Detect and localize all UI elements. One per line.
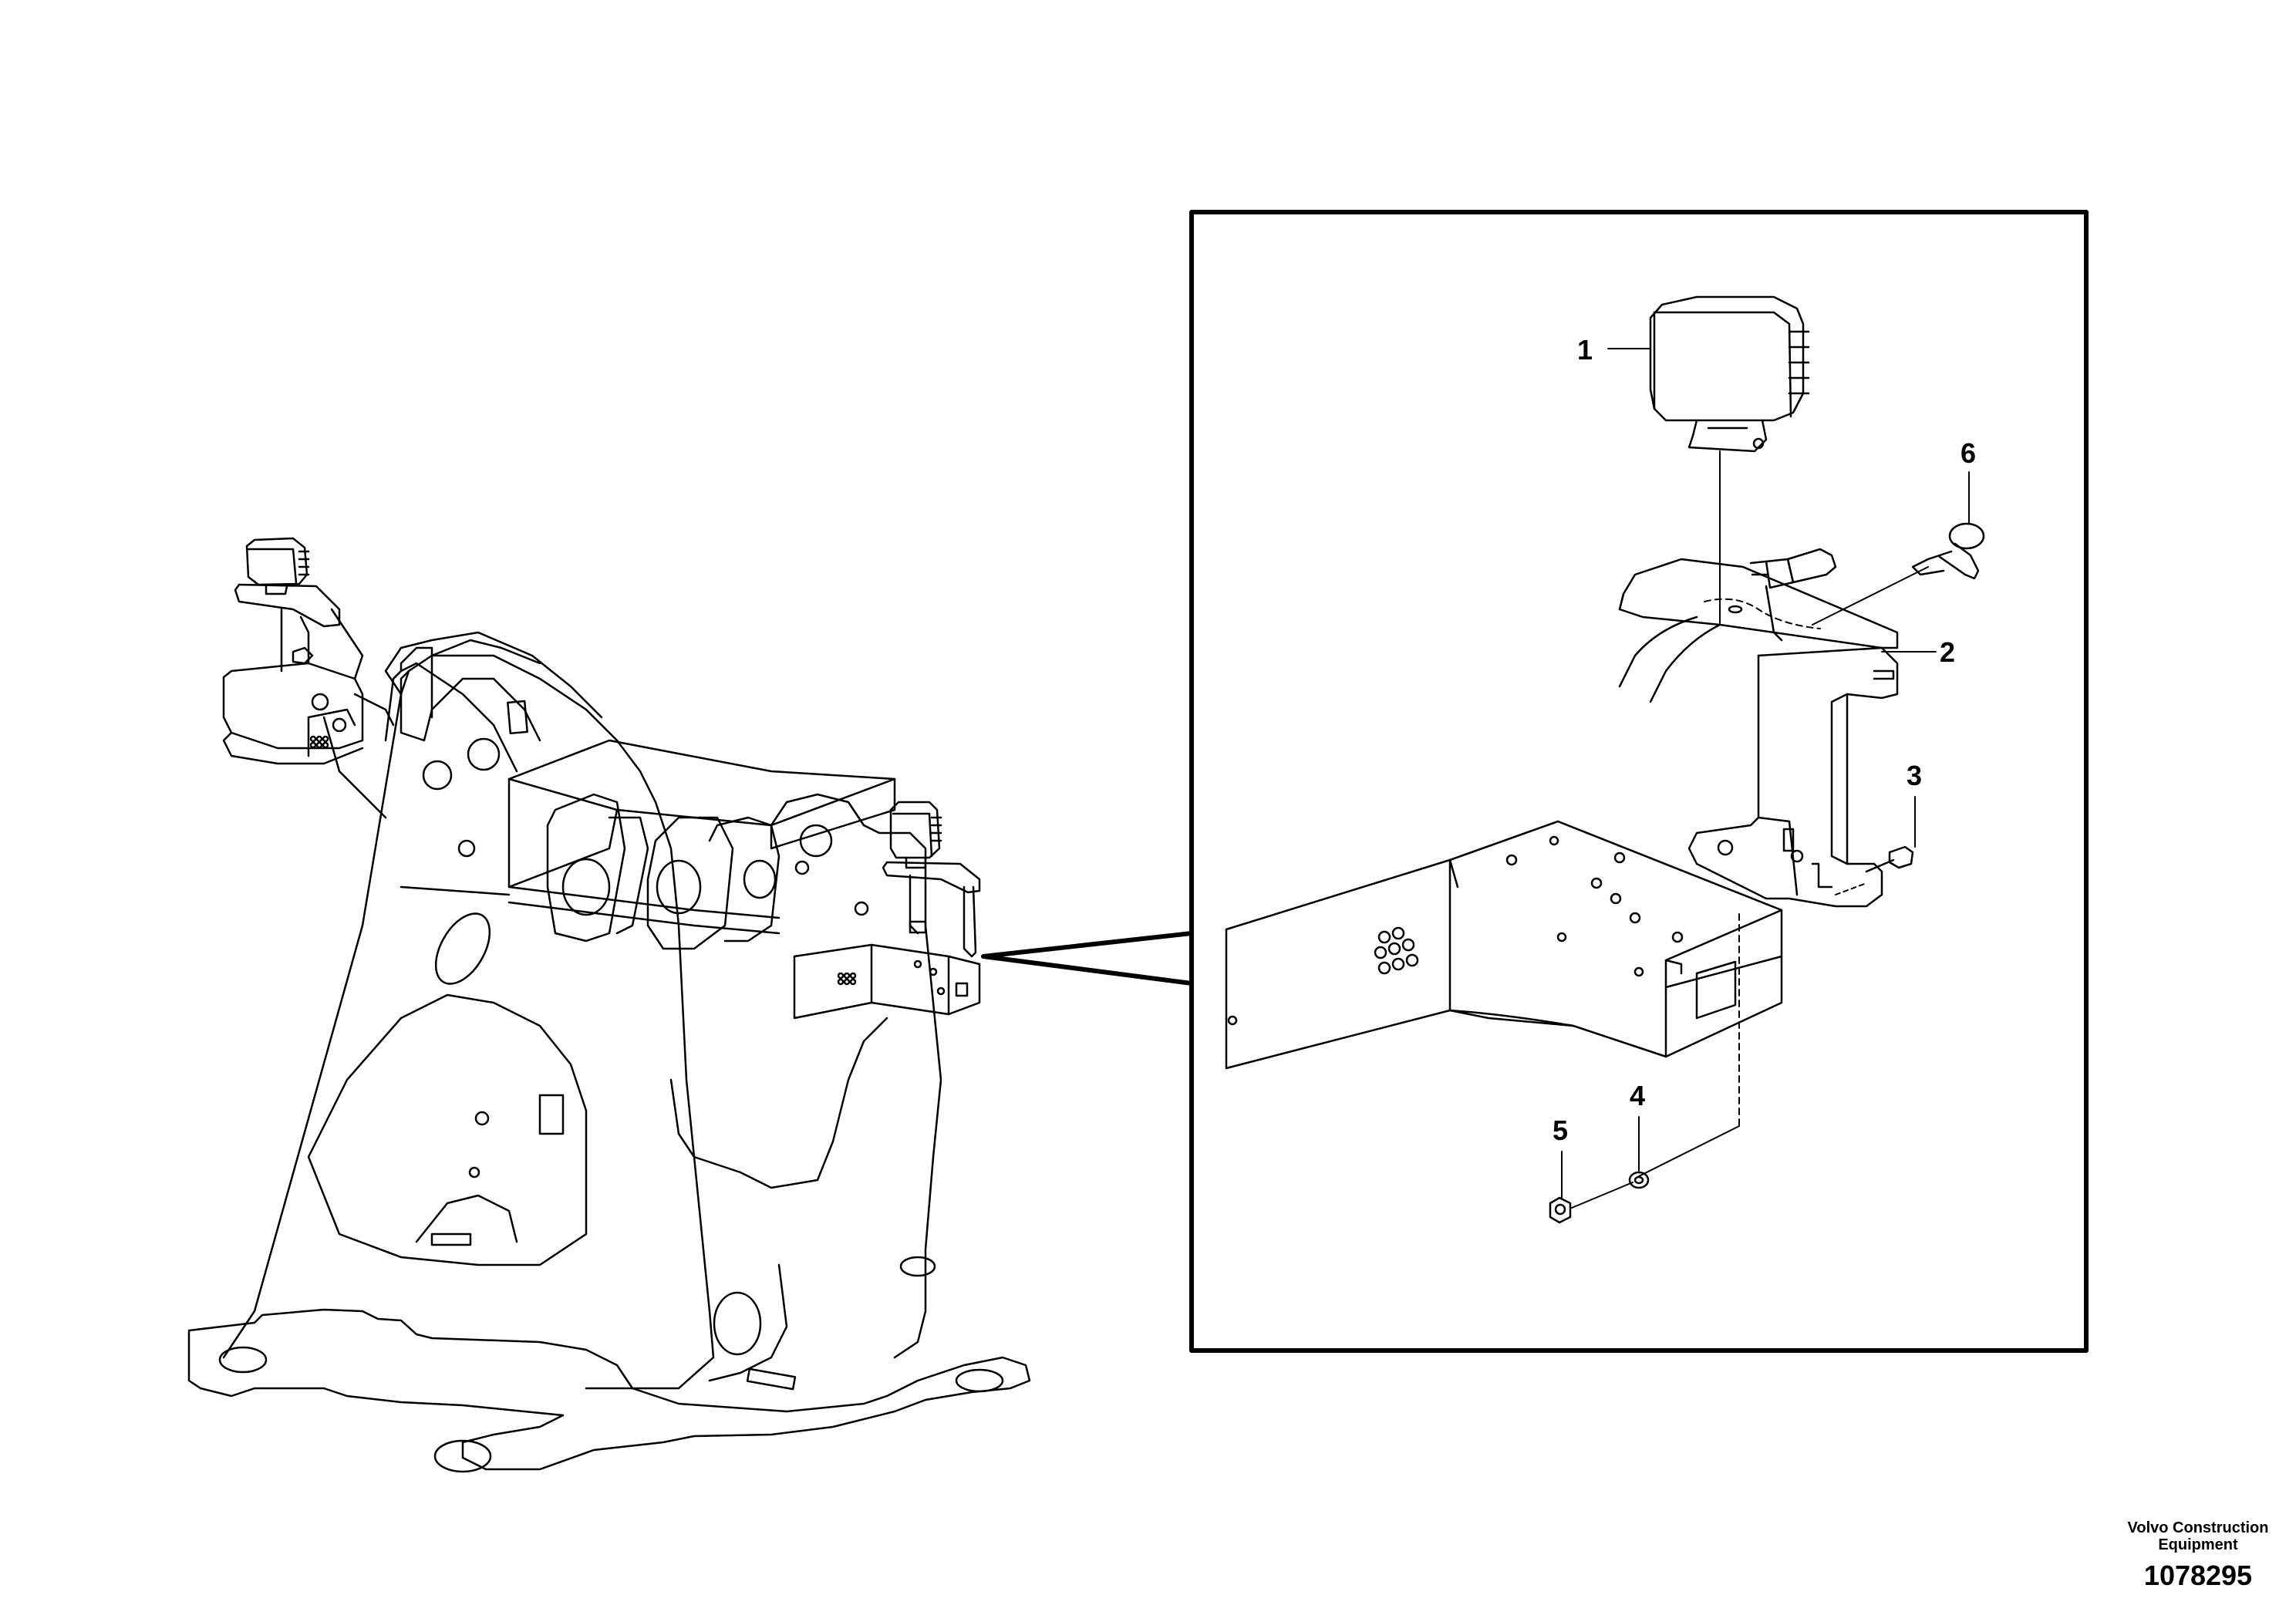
right-work-lamp — [882, 801, 981, 958]
callout-4: 4 — [1630, 1080, 1645, 1111]
left-dots — [309, 735, 329, 749]
detail-bolt — [1835, 845, 1914, 895]
detail-work-lamp — [1649, 295, 1810, 624]
detail-connector — [1749, 548, 1837, 642]
footer-block: Volvo Construction Equipment 1078295 — [2082, 1519, 2296, 1592]
detail-nut — [1549, 1196, 1572, 1224]
detail-washer — [1571, 1171, 1650, 1209]
detail-dots — [1374, 926, 1419, 975]
left-work-lamp — [234, 537, 364, 680]
drawing-number: 1078295 — [2143, 1560, 2253, 1591]
callout-3: 3 — [1907, 760, 1922, 791]
detail-cable-tie — [1812, 522, 1985, 626]
detail-pointer — [981, 931, 1194, 986]
callout-1: 1 — [1577, 334, 1593, 366]
callout-2: 2 — [1940, 636, 1955, 668]
detail-frame — [1189, 210, 2089, 1353]
company-name-line2: Equipment — [2158, 1536, 2238, 1553]
right-dots — [837, 972, 857, 986]
machine-front-frame — [187, 631, 1031, 1473]
right-mount-box — [793, 943, 981, 1020]
detail-mount-box — [1225, 820, 1783, 1177]
callout-6: 6 — [1961, 437, 1976, 469]
callout-5: 5 — [1553, 1114, 1568, 1146]
detail-bracket — [1618, 558, 1899, 908]
company-name-line1: Volvo Construction — [2127, 1519, 2269, 1536]
